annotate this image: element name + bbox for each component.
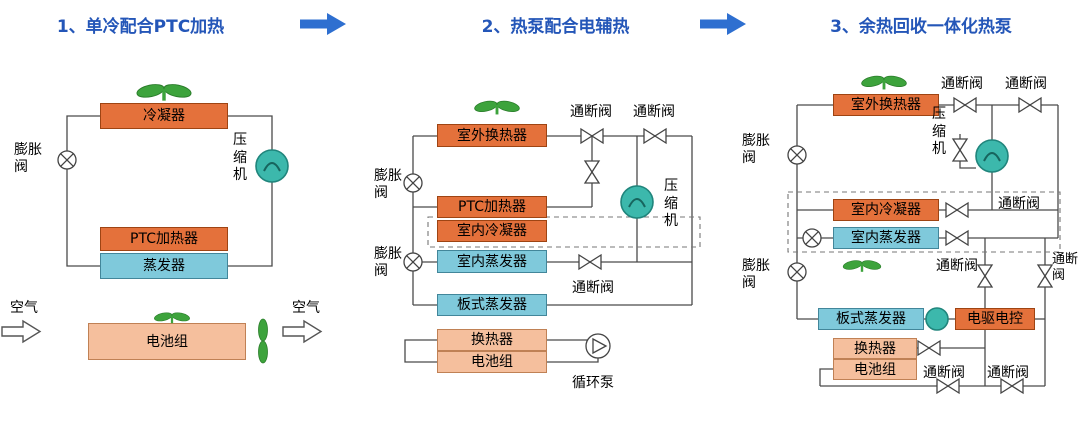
air-out-label: 空气: [292, 300, 320, 316]
title-step1: 1、单冷配合PTC加热: [56, 17, 225, 37]
onoff-valve-label: 通断阀: [987, 365, 1029, 381]
expansion-valve-label: 膨胀阀: [742, 133, 770, 166]
onoff-valve-label: 通断阀: [570, 104, 612, 120]
indoor-evaporator-box: 室内蒸发器: [833, 227, 939, 249]
indoor-condenser-box: 室内冷凝器: [437, 220, 547, 242]
pipes-panel1: [66, 115, 273, 267]
battery-pack-box: 电池组: [88, 323, 246, 360]
expansion-valve-label: 膨胀阀: [14, 142, 42, 175]
heat-exchanger-box: 换热器: [833, 338, 917, 359]
ptc-heater-box: PTC加热器: [100, 227, 228, 251]
compressor-label: 压缩机: [233, 132, 247, 183]
title-step3: 3、余热回收一体化热泵: [830, 17, 1012, 37]
onoff-valve-label: 通断阀: [572, 280, 614, 296]
pipes-panel2: [404, 135, 693, 363]
battery-pack-box: 电池组: [437, 351, 547, 373]
hvac-unit-dashed-outline-panel2: [427, 216, 701, 248]
edrive-controller-box: 电驱电控: [955, 308, 1035, 330]
onoff-valve-label: 通断阀: [1005, 76, 1047, 92]
onoff-valve-label: 通断阀: [1052, 252, 1079, 283]
plate-evaporator-box: 板式蒸发器: [437, 294, 547, 316]
expansion-valve-label: 膨胀阀: [742, 258, 770, 291]
expansion-valve-label: 膨胀阀: [374, 168, 402, 201]
onoff-valve-label: 通断阀: [941, 76, 983, 92]
indoor-evaporator-box: 室内蒸发器: [437, 250, 547, 273]
heat-exchanger-box: 换热器: [437, 329, 547, 351]
onoff-valve-label: 通断阀: [936, 258, 978, 274]
indoor-condenser-box: 室内冷凝器: [833, 199, 939, 221]
plate-evaporator-box: 板式蒸发器: [818, 308, 924, 330]
outdoor-heat-exchanger-box: 室外换热器: [437, 124, 547, 147]
condenser-box: 冷凝器: [100, 103, 228, 129]
compressor-label: 压缩机: [932, 106, 946, 157]
ptc-heater-box: PTC加热器: [437, 196, 547, 218]
onoff-valve-label: 通断阀: [998, 196, 1040, 212]
battery-pack-box: 电池组: [833, 359, 917, 380]
onoff-valve-label: 通断阀: [633, 104, 675, 120]
compressor-label: 压缩机: [664, 178, 678, 229]
expansion-valve-label: 膨胀阀: [374, 246, 402, 279]
evaporator-box: 蒸发器: [100, 253, 228, 279]
air-in-label: 空气: [10, 300, 38, 316]
onoff-valve-label: 通断阀: [923, 365, 965, 381]
outdoor-heat-exchanger-box: 室外换热器: [833, 94, 939, 116]
hvac-unit-dashed-outline-panel3: [787, 191, 1061, 253]
title-step2: 2、热泵配合电辅热: [481, 17, 630, 37]
circulation-pump-label: 循环泵: [572, 375, 614, 391]
